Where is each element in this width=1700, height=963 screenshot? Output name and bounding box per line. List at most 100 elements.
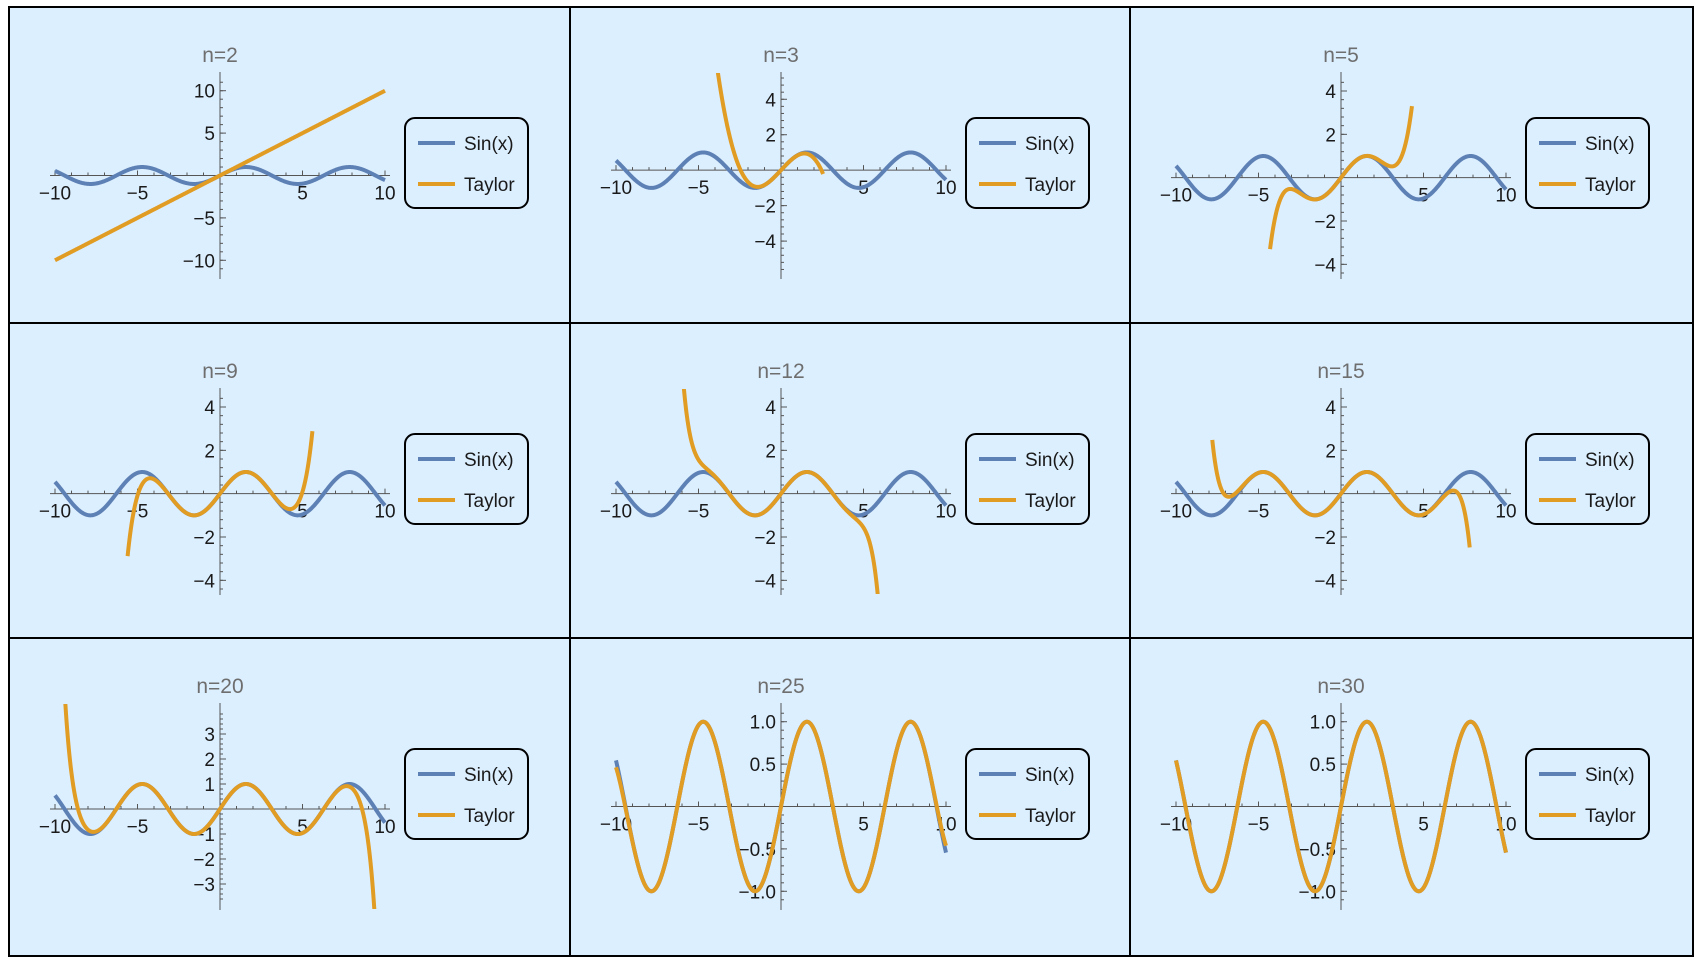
y-tick-label: 4 <box>765 398 776 419</box>
legend: Sin(x)Taylor <box>964 748 1090 841</box>
y-tick-label: 1.0 <box>1310 713 1336 734</box>
x-tick-label: 5 <box>858 501 869 522</box>
panel-title: n=2 <box>202 44 238 67</box>
x-tick-label: 10 <box>374 817 395 838</box>
x-tick-label: −10 <box>39 501 71 522</box>
taylor-curve <box>53 88 387 263</box>
x-tick-label: −10 <box>39 817 71 838</box>
y-tick-label: −2 <box>754 197 776 218</box>
legend: Sin(x)Taylor <box>404 748 529 841</box>
y-tick-label: 2 <box>1326 125 1337 146</box>
legend-label: Taylor <box>464 175 515 196</box>
y-tick-label: −4 <box>754 571 776 592</box>
x-tick-label: 5 <box>297 817 308 838</box>
x-tick-label: −10 <box>600 501 632 522</box>
x-tick-label: −10 <box>1160 186 1192 207</box>
legend-label: Sin(x) <box>464 765 514 786</box>
legend-label: Taylor <box>1585 491 1636 512</box>
taylor-curve <box>1210 439 1473 548</box>
legend: Sin(x) Taylor <box>404 117 529 209</box>
x-tick-label: −5 <box>127 817 149 838</box>
legend-label: Sin(x) <box>1025 134 1075 155</box>
y-tick-label: −2 <box>1315 528 1337 549</box>
legend: Sin(x) Taylor <box>1525 748 1651 841</box>
legend-label: Sin(x) <box>1585 450 1635 471</box>
taylor-curve <box>613 720 948 894</box>
panel-title: n=5 <box>1324 44 1360 67</box>
y-tick-label: 1 <box>204 775 215 796</box>
y-tick-label: 10 <box>194 82 215 103</box>
y-tick-label: −2 <box>754 528 776 549</box>
legend-label: Taylor <box>1025 491 1076 512</box>
legend-label: Taylor <box>1025 175 1076 196</box>
legend-label: Sin(x) <box>1585 134 1635 155</box>
legend-label: Taylor <box>1585 806 1636 827</box>
panel-title: n=20 <box>196 675 243 698</box>
taylor-curve <box>1174 720 1509 894</box>
y-tick-label: −2 <box>1315 212 1337 233</box>
y-tick-label: −4 <box>1315 255 1337 276</box>
legend: Sin(x) Taylor <box>1525 117 1651 209</box>
legend-label: Sin(x) <box>464 134 514 155</box>
x-tick-label: −5 <box>1248 815 1270 836</box>
y-tick-label: −4 <box>754 232 776 253</box>
y-tick-label: 1.0 <box>749 713 775 734</box>
legend-label: Taylor <box>1025 806 1076 827</box>
y-tick-label: 2 <box>765 126 776 147</box>
panel-title: n=12 <box>757 360 804 383</box>
y-tick-label: −2 <box>193 528 215 549</box>
y-tick-label: −1 <box>193 825 215 846</box>
y-tick-label: 3 <box>204 725 215 746</box>
y-tick-label: 2 <box>204 750 215 771</box>
x-tick-label: −5 <box>687 178 709 199</box>
x-tick-label: 10 <box>374 501 395 522</box>
y-tick-label: −5 <box>193 209 215 230</box>
x-tick-label: 5 <box>1419 501 1430 522</box>
x-tick-label: 5 <box>297 184 308 205</box>
panel-title: n=25 <box>757 675 804 698</box>
x-tick-label: −5 <box>1248 186 1270 207</box>
y-tick-label: −0.5 <box>738 840 776 861</box>
y-tick-label: −0.5 <box>1299 840 1337 861</box>
x-tick-label: 10 <box>1496 186 1517 207</box>
y-tick-label: −3 <box>193 875 215 896</box>
x-tick-label: −10 <box>600 815 632 836</box>
legend-label: Sin(x) <box>1025 450 1075 471</box>
legend: Sin(x) Taylor <box>1525 432 1651 525</box>
x-tick-label: −5 <box>687 815 709 836</box>
taylor-curve <box>715 73 825 189</box>
y-tick-label: 5 <box>204 124 215 145</box>
x-tick-label: −5 <box>127 184 149 205</box>
y-tick-label: 0.5 <box>1310 755 1336 776</box>
x-tick-label: −10 <box>39 184 71 205</box>
taylor-curve <box>1268 105 1415 250</box>
legend-label: Taylor <box>1585 175 1636 196</box>
x-tick-label: 10 <box>935 501 956 522</box>
panel-title: n=15 <box>1318 360 1365 383</box>
legend-label: Taylor <box>464 491 515 512</box>
y-tick-label: −2 <box>193 850 215 871</box>
taylor-curve <box>681 388 880 594</box>
x-tick-label: 5 <box>1419 815 1430 836</box>
y-tick-label: 2 <box>765 441 776 462</box>
x-tick-label: −10 <box>1160 815 1192 836</box>
x-tick-label: −5 <box>687 501 709 522</box>
x-tick-label: −10 <box>1160 501 1192 522</box>
legend-label: Sin(x) <box>1585 765 1635 786</box>
taylor-curve <box>125 430 315 556</box>
